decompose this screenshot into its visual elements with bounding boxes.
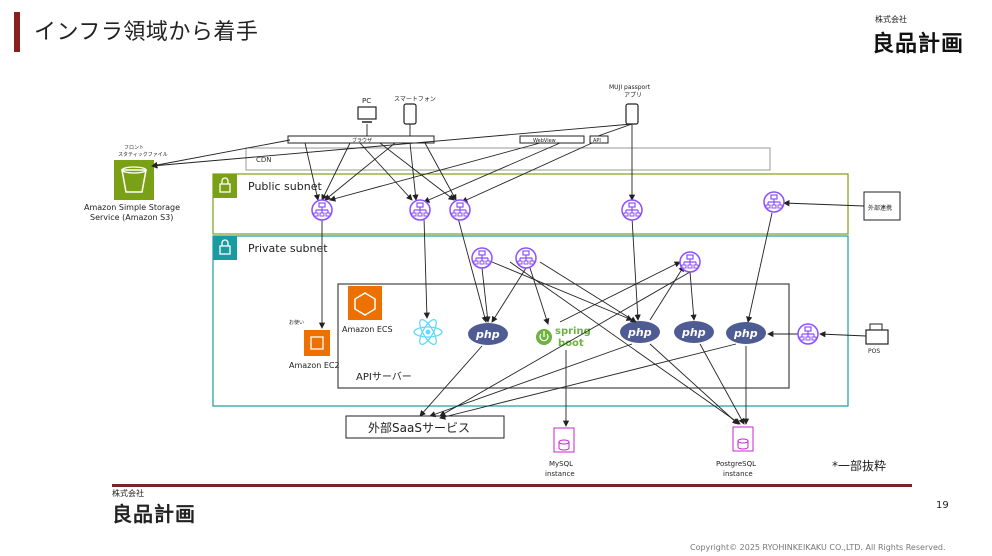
php-label: php [475, 328, 500, 341]
react-icon [413, 318, 443, 346]
load-balancer-icon [679, 251, 701, 273]
load-balancer-icon [763, 191, 785, 213]
pos-register-icon [865, 329, 889, 345]
page-title: インフラ領域から着手 [34, 20, 259, 45]
muji-app-label-1: MUJI passport [609, 84, 651, 91]
ec2-small-label: お使い [289, 319, 304, 326]
webview-bar-label: WebView [533, 138, 556, 144]
front-static-label-1: フロント [124, 145, 144, 151]
postgres-label-1: PostgreSQL [716, 460, 756, 468]
postgres-db-icon [732, 426, 754, 452]
copyright-text: Copyright© 2025 RYOHINKEIKAKU CO.,LTD. A… [690, 543, 946, 552]
ec2-label: Amazon EC2 [289, 361, 340, 370]
postgres-label-2: instance [723, 470, 753, 478]
spring-label: spring [555, 326, 591, 337]
pos-label: POS [868, 348, 880, 355]
title-accent-bar [14, 12, 20, 52]
smartphone-label: スマートフォン [394, 96, 436, 103]
mysql-db-icon [553, 427, 575, 453]
php-label: php [681, 326, 706, 339]
public-subnet-box [212, 173, 849, 235]
external-link-label: 外部連携 [868, 204, 892, 212]
pc-icon [357, 106, 377, 120]
footer-logo: 良品計画 [112, 502, 196, 526]
header-logo-company: 株式会社 [875, 15, 907, 24]
api-bar-label: API [593, 138, 601, 144]
browser-bar-label: ブラウザ [352, 137, 372, 144]
s3-bucket-icon [114, 160, 154, 200]
public-subnet-label: Public subnet [248, 180, 322, 193]
pc-label: PC [362, 97, 371, 105]
load-balancer-icon [311, 199, 333, 221]
cdn-label: CDN [256, 156, 272, 164]
saas-label: 外部SaaSサービス [368, 420, 470, 435]
browser-bar [287, 135, 435, 144]
load-balancer-icon [409, 199, 431, 221]
cdn-box [245, 147, 771, 171]
mysql-label-2: instance [545, 470, 575, 478]
s3-label-2: Service (Amazon S3) [90, 213, 173, 222]
webview-bar [519, 135, 585, 144]
api-server-label: APIサーバー [356, 371, 412, 383]
private-subnet-label: Private subnet [248, 242, 328, 255]
front-static-label-2: スタティックファイル [118, 151, 168, 158]
mysql-label-1: MySQL [549, 460, 573, 468]
excerpt-note: *一部抜粋 [832, 458, 886, 473]
ecs-label: Amazon ECS [342, 325, 393, 334]
page-number: 19 [936, 500, 949, 511]
load-balancer-icon [621, 199, 643, 221]
footer-divider [112, 484, 912, 487]
load-balancer-icon [471, 247, 493, 269]
footer-logo-company: 株式会社 [112, 489, 144, 498]
header-logo: 良品計画 [872, 32, 965, 57]
load-balancer-icon [515, 247, 537, 269]
api-server-box [337, 283, 790, 389]
php-label: php [627, 326, 652, 339]
connector-lines [151, 123, 867, 427]
load-balancer-icon [449, 199, 471, 221]
s3-label-1: Amazon Simple Storage [84, 203, 180, 212]
private-subnet-box [212, 235, 849, 407]
boot-label: boot [558, 338, 584, 349]
smartphone-icon [403, 103, 417, 125]
muji-app-label-2: アプリ [624, 92, 642, 99]
muji-app-phone-icon [625, 103, 639, 125]
load-balancer-icon [797, 323, 819, 345]
ec2-icon [304, 330, 330, 356]
php-label: php [733, 327, 758, 340]
